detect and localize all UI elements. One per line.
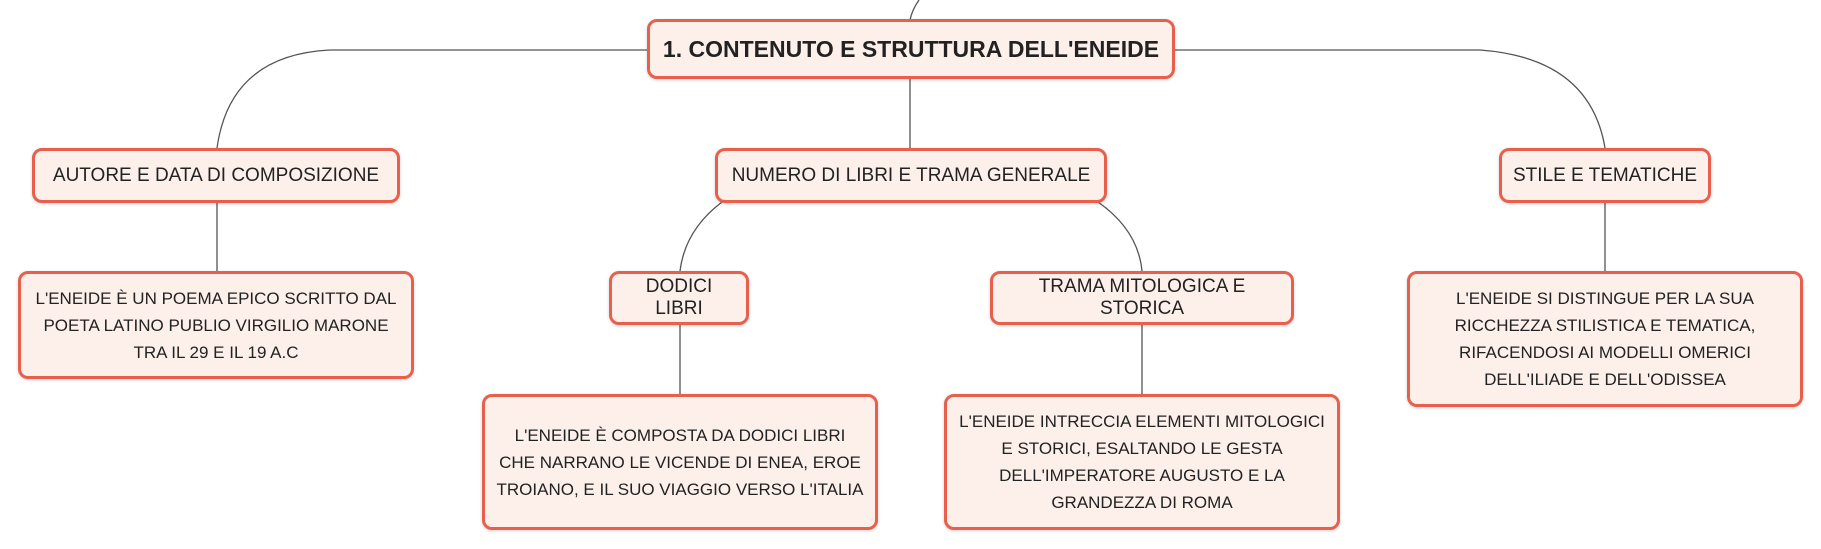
connector-parent-root xyxy=(909,0,920,21)
branch-numero-node[interactable]: NUMERO DI LIBRI E TRAMA GENERALE xyxy=(715,148,1107,203)
branch-stile-node[interactable]: STILE E TEMATICHE xyxy=(1499,148,1711,203)
stile-detail-node[interactable]: L'ENEIDE SI DISTINGUE PER LA SUA RICCHEZ… xyxy=(1407,271,1803,407)
connector-root-stile xyxy=(1175,49,1606,149)
root-node[interactable]: 1. CONTENUTO E STRUTTURA DELL'ENEIDE xyxy=(647,19,1175,79)
connector-numero-dodici xyxy=(679,201,723,272)
trama-detail-node[interactable]: L'ENEIDE INTRECCIA ELEMENTI MITOLOGICI E… xyxy=(944,394,1340,530)
dodici-detail-node[interactable]: L'ENEIDE È COMPOSTA DA DODICI LIBRI CHE … xyxy=(482,394,878,530)
branch-autore-node[interactable]: AUTORE E DATA DI COMPOSIZIONE xyxy=(32,148,400,203)
connector-numero-trama xyxy=(1097,201,1143,272)
autore-detail-node[interactable]: L'ENEIDE È UN POEMA EPICO SCRITTO DAL PO… xyxy=(18,271,414,379)
connector-root-autore xyxy=(216,49,650,149)
dodici-libri-node[interactable]: DODICI LIBRI xyxy=(609,271,749,325)
trama-node[interactable]: TRAMA MITOLOGICA E STORICA xyxy=(990,271,1294,325)
